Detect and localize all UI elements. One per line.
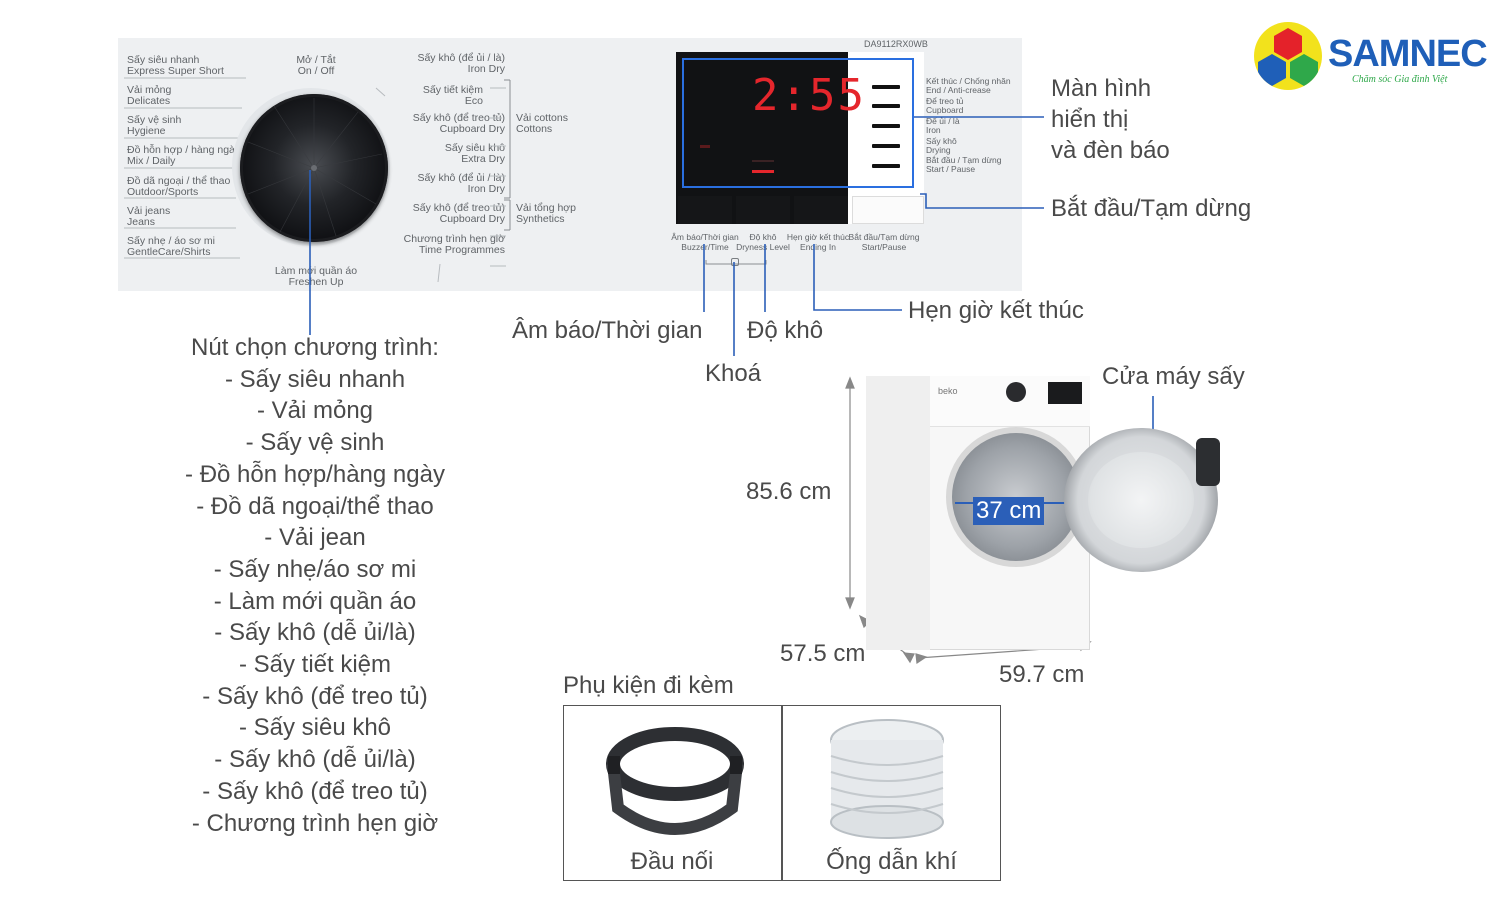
program-item: - Sấy khô (dễ ủi/là)	[214, 619, 416, 647]
display-annotation: Màn hình hiển thị và đèn báo	[1051, 75, 1170, 164]
dryer-door-glass	[1088, 452, 1194, 548]
accessory-label-connector: Đầu nối	[630, 848, 714, 875]
display-highlight-outline	[682, 58, 914, 188]
dryer-knob	[1006, 382, 1026, 402]
display-area	[676, 52, 848, 224]
dryer-top-panel: beko	[930, 376, 1090, 427]
program-list: Nút chọn chương trình: - Sấy siêu nhanh …	[150, 332, 480, 839]
ending-in-button[interactable]	[794, 196, 848, 224]
door-annotation: Cửa máy sấy	[1102, 363, 1245, 390]
logo-hexagons	[1258, 28, 1318, 86]
display-time-readout: 2:55	[752, 70, 866, 121]
program-item: - Đồ hỗn hợp/hàng ngày	[185, 460, 445, 488]
program-item: - Vải jean	[264, 524, 366, 552]
program-item: - Sấy siêu khô	[238, 714, 392, 742]
program-item: - Chương trình hẹn giờ	[191, 809, 439, 837]
program-item: - Sấy khô (dễ ủi/là)	[214, 746, 416, 774]
samnec-tagline: Chăm sóc Gia đình Việt	[1352, 74, 1448, 85]
dryer-side	[866, 376, 930, 650]
height-dimension: 85.6 cm	[746, 478, 832, 505]
accessory-label-duct: Ống dẫn khí	[826, 848, 957, 875]
accessories-title: Phụ kiện đi kèm	[563, 672, 734, 699]
program-item: - Sấy khô (để treo tủ)	[202, 777, 428, 805]
label-cupboard-dry-1: Sấy khô (để treo tủ)Cupboard Dry	[412, 112, 505, 135]
indicator-dot	[700, 145, 710, 148]
samnec-logo-text: SAMNEC	[1328, 33, 1488, 75]
dryness-level-button[interactable]	[736, 196, 790, 224]
progress-indicator	[752, 160, 774, 162]
program-item: - Sấy nhẹ/áo sơ mi	[213, 555, 417, 583]
start-pause-annotation: Bắt đầu/Tạm dừng	[1051, 195, 1252, 222]
samnec-logo-mark	[1254, 22, 1322, 90]
label-iron-dry-1: Sấy khô (để ủi / là)Iron Dry	[417, 52, 505, 75]
program-item: - Sấy khô (để treo tủ)	[202, 682, 428, 710]
dryness-annotation: Độ khô	[747, 317, 824, 344]
program-selector-knob[interactable]	[240, 94, 388, 242]
connector-image	[606, 727, 744, 835]
progress-indicator-lit	[752, 170, 774, 173]
program-item: - Làm mới quần áo	[213, 587, 417, 615]
knob-texture	[247, 98, 383, 237]
dryer-brand: beko	[938, 386, 958, 396]
dryer-display	[1048, 382, 1082, 404]
label-cupboard-dry-2: Sấy khô (để treo tủ)Cupboard Dry	[412, 202, 505, 225]
air-duct-image	[830, 719, 944, 839]
program-list-title: Nút chọn chương trình:	[191, 334, 439, 361]
label-iron-dry-2: Sấy khô (để ủi / là)Iron Dry	[417, 172, 505, 195]
end-timer-annotation: Hẹn giờ kết thúc	[908, 297, 1084, 324]
indicator-column	[848, 52, 924, 224]
buzzer-annotation: Âm báo/Thời gian	[512, 317, 703, 344]
program-item: - Đồ dã ngoại/thể thao	[196, 492, 434, 520]
program-item: - Sấy siêu nhanh	[224, 365, 406, 393]
program-item: - Sấy vệ sinh	[245, 429, 385, 457]
model-number: DA9112RX0WB	[864, 39, 928, 49]
start-pause-button[interactable]	[852, 196, 924, 224]
lock-icon	[731, 258, 739, 266]
accessories-divider	[781, 705, 783, 881]
drum-width-label: 37 cm	[973, 497, 1045, 525]
buzzer-time-button[interactable]	[678, 196, 732, 224]
lock-annotation: Khoá	[705, 360, 762, 387]
panel-guides	[124, 77, 767, 283]
program-item: - Sấy tiết kiệm	[238, 651, 392, 679]
door-handle	[1196, 438, 1220, 486]
depth-dimension: 57.5 cm	[780, 640, 866, 667]
width-dimension: 59.7 cm	[999, 661, 1085, 688]
program-item: - Vải mỏng	[256, 397, 374, 425]
